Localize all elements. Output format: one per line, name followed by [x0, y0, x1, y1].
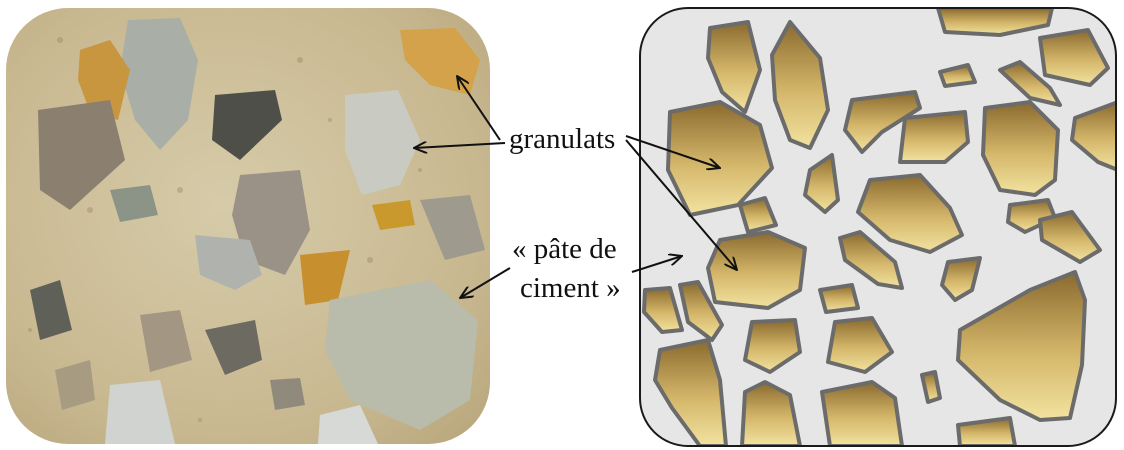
aggregate-shape — [708, 232, 805, 308]
aggregate-shape — [958, 418, 1015, 446]
label-granulats: granulats — [509, 123, 615, 155]
label-ciment: ciment » — [520, 272, 621, 304]
aggregate-shape — [983, 102, 1058, 195]
schematic-illustration — [640, 8, 1118, 446]
aggregate-shape — [820, 285, 858, 312]
concrete-photo — [6, 8, 490, 444]
label-pate-de: « pâte de — [512, 233, 617, 265]
